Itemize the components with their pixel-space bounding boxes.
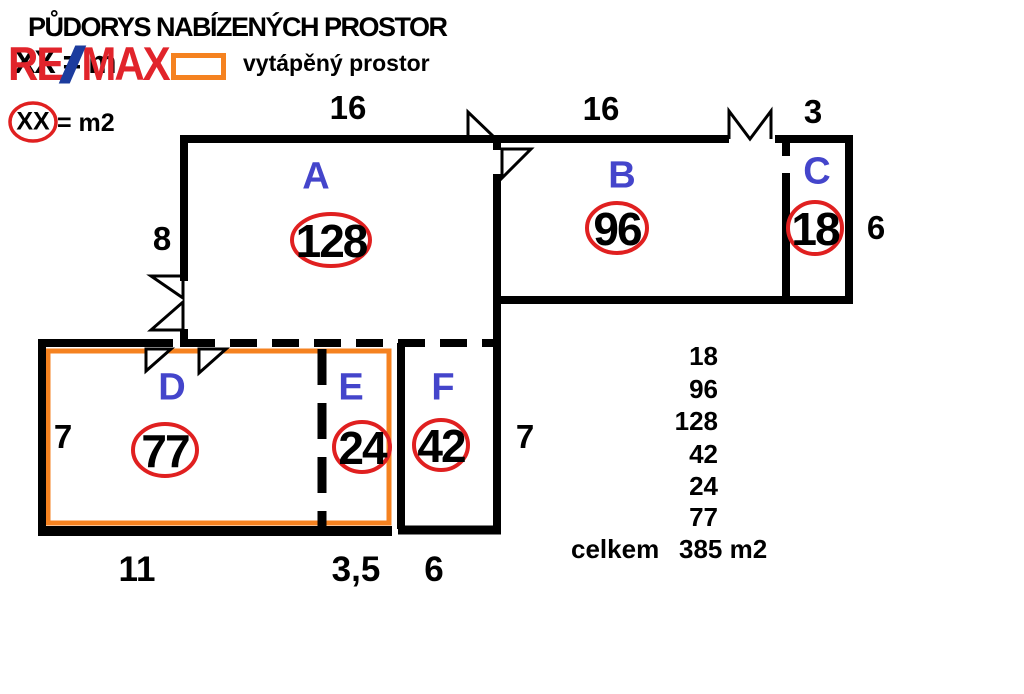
room-area-b: 96 <box>593 203 642 255</box>
room-label-e: E <box>338 366 364 409</box>
door-swing-icon <box>466 108 498 139</box>
summary-value: 18 <box>689 341 718 371</box>
dim-a-left: 8 <box>152 220 172 257</box>
summary-value: 96 <box>689 374 718 404</box>
legend-xx-circle <box>8 101 58 143</box>
door-swing-icon <box>146 274 185 301</box>
remax-logo: RE MAX <box>8 37 171 91</box>
summary-value: 42 <box>689 439 718 469</box>
summary-value: 24 <box>689 471 718 501</box>
double-door-swing-icon <box>727 106 773 142</box>
room-area-e: 24 <box>338 422 387 474</box>
remax-logo-max: MAX <box>81 37 170 91</box>
dim-a-top: 16 <box>329 89 367 126</box>
summary-value: 77 <box>689 502 718 532</box>
door-swing-icons <box>144 106 773 377</box>
heated-area-legend-label: vytápěný prostor <box>243 50 430 76</box>
area-circle-e <box>332 420 392 474</box>
area-circle-f <box>412 418 470 472</box>
area-circle-d <box>131 422 199 478</box>
door-swing-icon <box>197 347 230 377</box>
door-swing-icon <box>500 147 535 182</box>
heated-area-legend-swatch <box>171 53 226 80</box>
room-label-f: F <box>431 366 455 409</box>
area-circles <box>8 101 844 478</box>
dim-d-bottom: 11 <box>118 550 156 589</box>
room-label-c: C <box>803 150 831 193</box>
room-label-b: B <box>608 154 636 197</box>
dim-c-top: 3 <box>803 93 823 130</box>
dim-d-left: 7 <box>53 418 73 455</box>
page-title: PŮDORYS NABÍZENÝCH PROSTOR <box>28 12 448 42</box>
summary-value: 128 <box>674 406 718 436</box>
room-area-a: 128 <box>295 215 369 267</box>
area-circle-b <box>585 201 649 255</box>
area-circle-c <box>786 200 844 256</box>
walls <box>38 135 853 536</box>
door-swing-icon <box>144 347 175 375</box>
dim-f-right: 7 <box>515 418 535 455</box>
dim-c-right: 6 <box>866 209 886 246</box>
area-circle-a <box>290 212 372 268</box>
room-area-d: 77 <box>141 425 190 477</box>
dim-b-top: 16 <box>582 90 620 127</box>
room-area-f: 42 <box>417 420 466 472</box>
summary-total-value: 385 m2 <box>679 534 768 564</box>
legend-xx-value: = m2 <box>57 109 115 137</box>
dim-e-bottom: 3,5 <box>331 550 381 589</box>
legend-xx-key: XX <box>16 107 50 136</box>
door-swing-icon <box>147 298 185 332</box>
room-area-c: 18 <box>791 203 840 255</box>
room-label-a: A <box>302 155 330 198</box>
summary-total-label: celkem <box>571 534 660 564</box>
dim-f-bottom: 6 <box>424 550 444 589</box>
remax-logo-re: RE <box>8 37 64 91</box>
room-label-d: D <box>158 366 186 409</box>
